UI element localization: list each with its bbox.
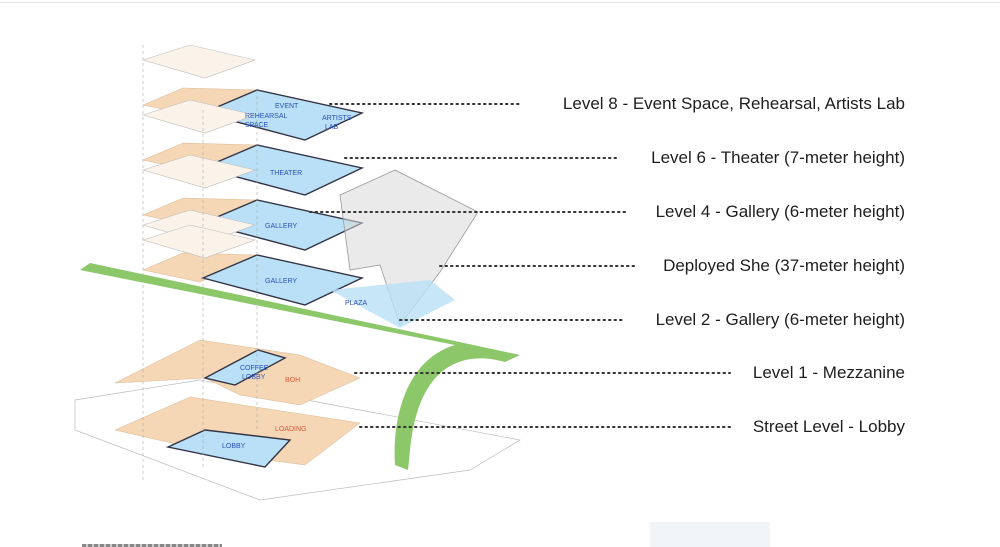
plan-label: BOH (285, 377, 300, 384)
plan-label: PLAZA (345, 300, 368, 307)
ghost-slab (141, 44, 257, 79)
ghost-slab (141, 154, 257, 189)
program-area (200, 89, 365, 141)
background-block (650, 522, 770, 547)
plaza-area (330, 280, 455, 328)
label-street-level: Street Level - Lobby (752, 417, 905, 436)
plan-label: LOBBY (222, 443, 246, 450)
program-area (200, 254, 365, 306)
program-area (200, 144, 365, 196)
plan-label: COFFEE (240, 365, 269, 372)
program-area (203, 349, 287, 386)
plan-label: GALLERY (265, 278, 297, 285)
green-elevated-path (80, 263, 520, 470)
plan-label: LOBBY (242, 374, 266, 381)
top-divider (0, 2, 1000, 3)
ghost-slab (141, 99, 257, 134)
plan-label: THEATER (270, 170, 302, 177)
label-deployed-she: Deployed She (37-meter height) (663, 256, 905, 275)
ghost-slab (141, 224, 257, 259)
label-level-2: Level 2 - Gallery (6-meter height) (655, 310, 905, 329)
floor-slabs (114, 44, 365, 480)
program-area (165, 429, 292, 468)
plan-label: EVENT (275, 103, 299, 110)
plan-label: ARTISTS (322, 115, 352, 122)
plan-label: LAB (325, 124, 339, 131)
plan-label: GALLERY (265, 223, 297, 230)
scale-bar (82, 544, 222, 547)
label-level-1: Level 1 - Mezzanine (752, 363, 905, 382)
plan-label: REHEARSAL (245, 113, 288, 120)
label-level-6: Level 6 - Theater (7-meter height) (651, 148, 905, 167)
plan-labels: EVENT REHEARSAL SPACE ARTISTS LAB THEATE… (222, 103, 368, 450)
plan-label: LOADING (275, 426, 307, 433)
plan-label: SPACE (245, 122, 269, 129)
label-level-4: Level 4 - Gallery (6-meter height) (655, 202, 905, 221)
label-level-8: Level 8 - Event Space, Rehearsal, Artist… (562, 94, 905, 113)
leader-lines (309, 103, 731, 428)
